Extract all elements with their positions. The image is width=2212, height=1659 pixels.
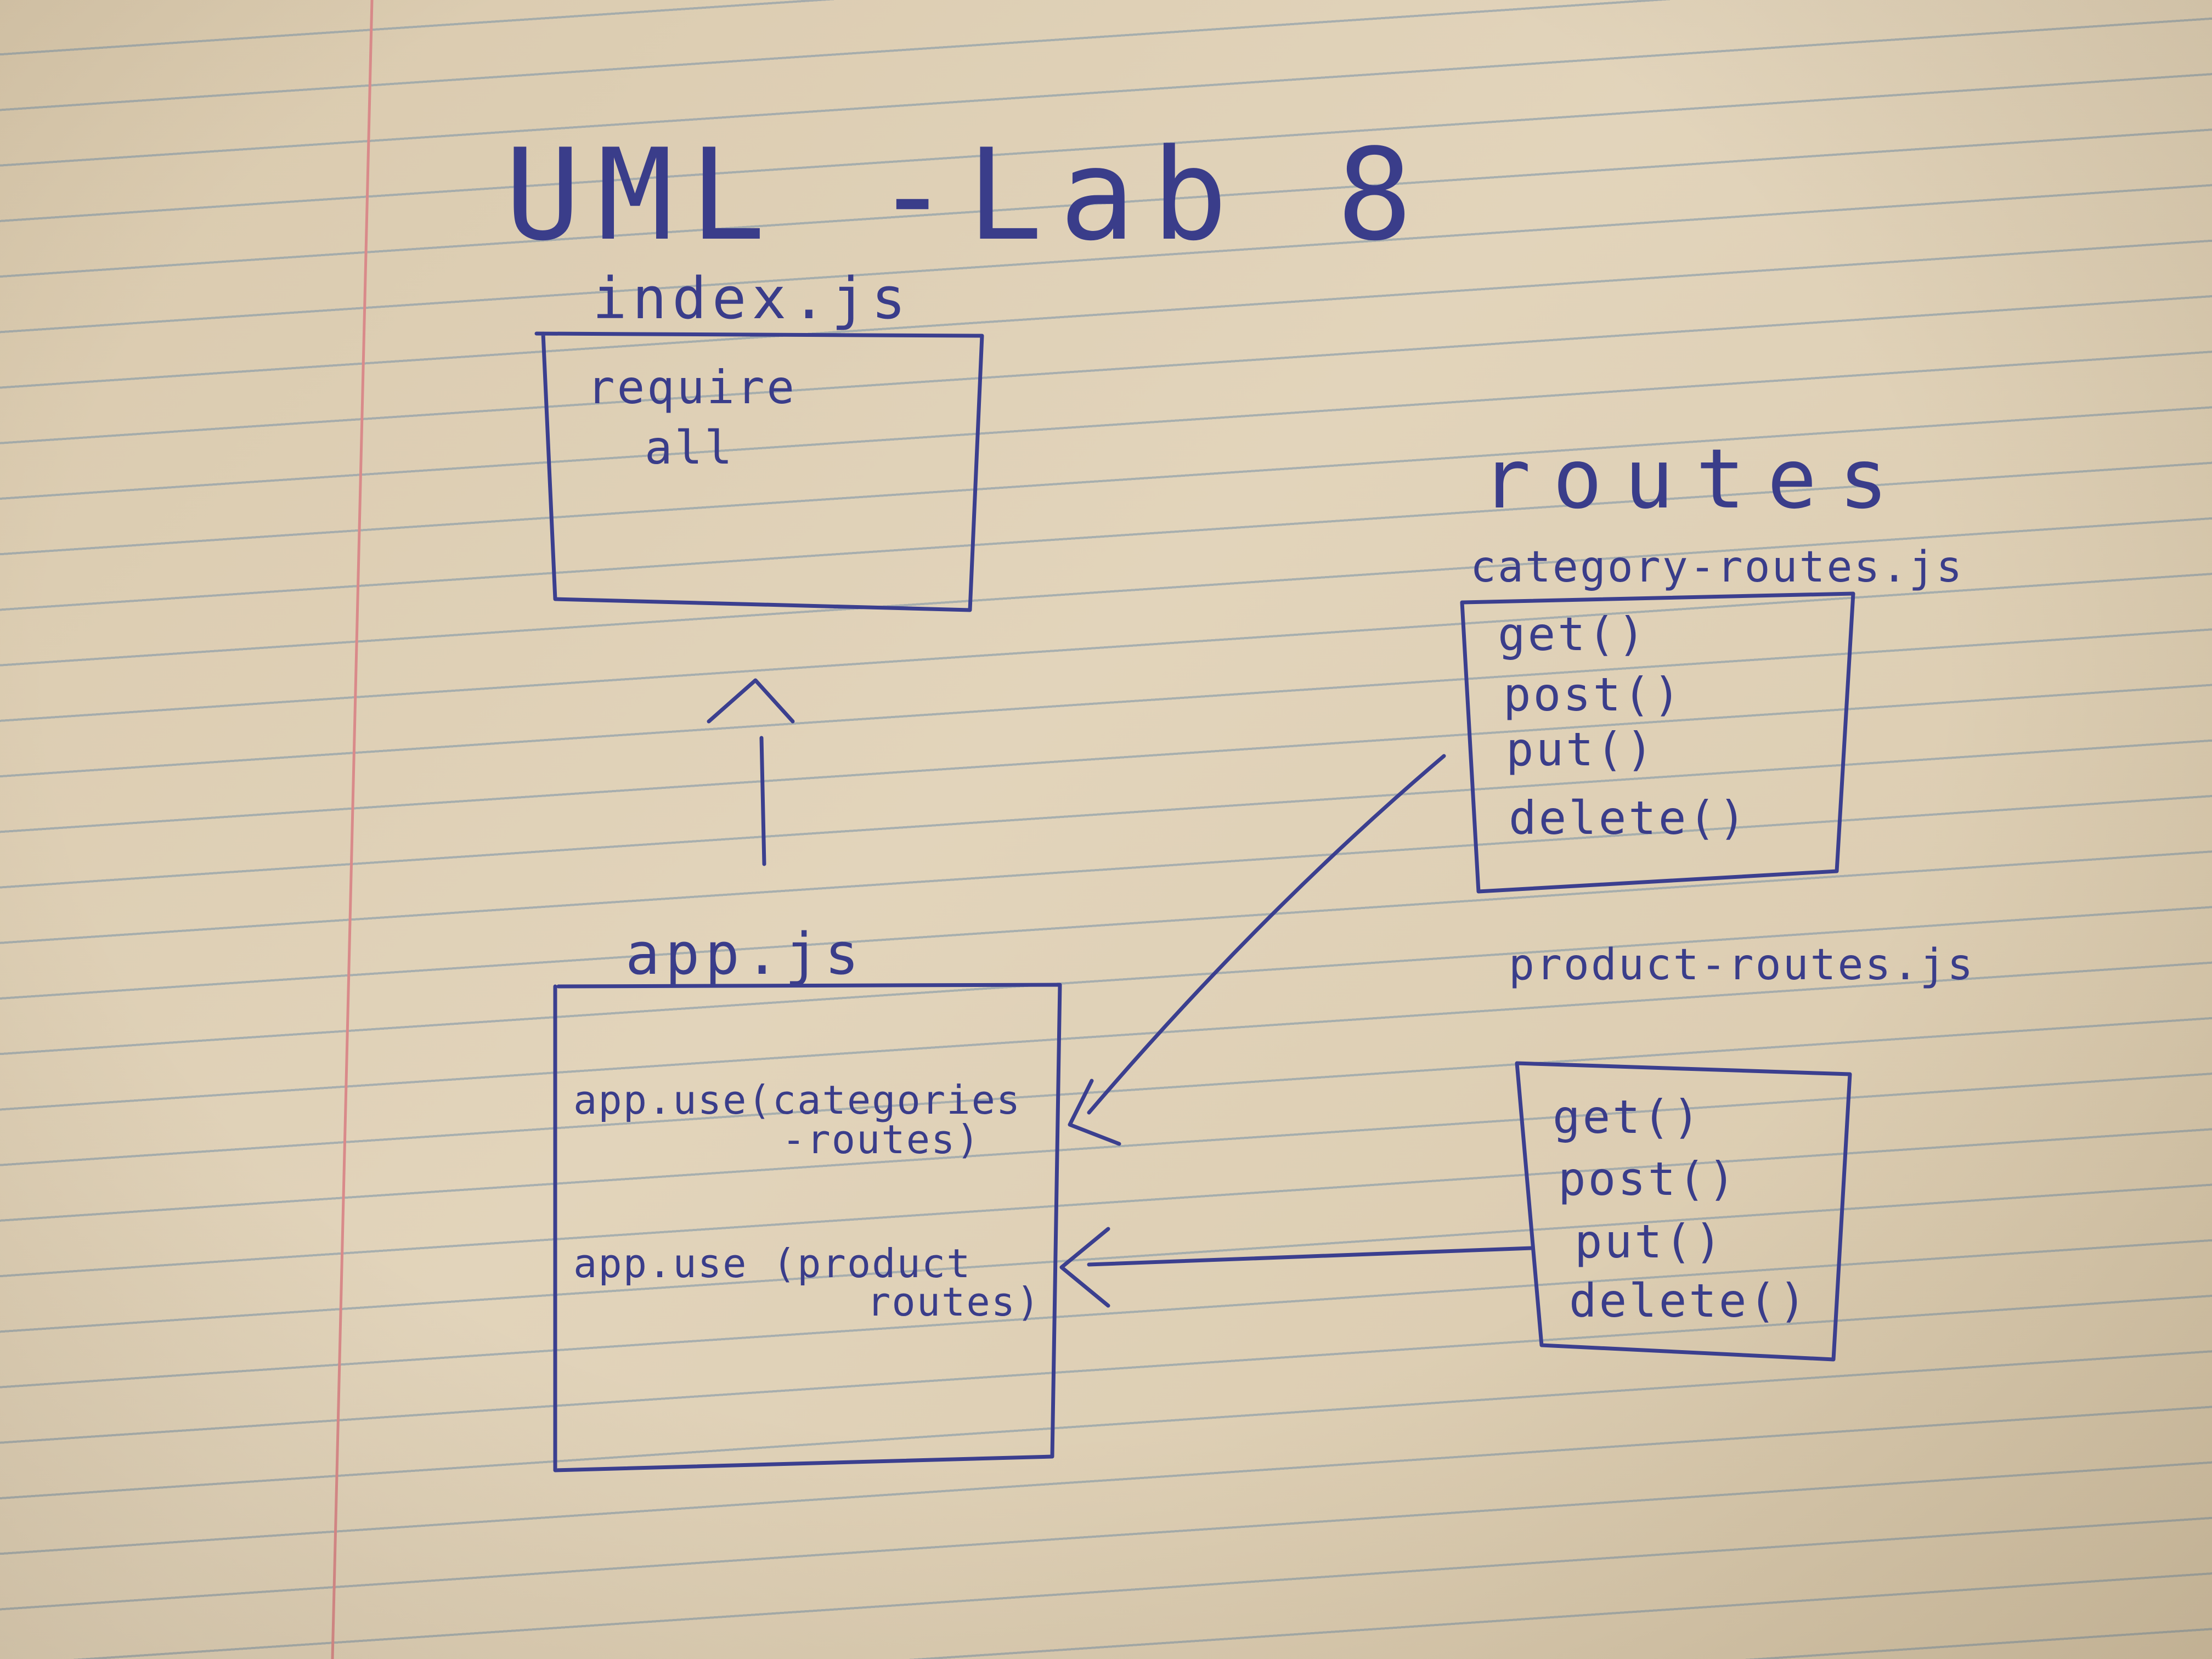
app-js-use-categories: app.use(categories <box>573 1077 1021 1123</box>
app-js-class: app.js app.use(categories -routes) app.u… <box>553 921 1062 1472</box>
app-js-use-product: app.use (product <box>573 1240 972 1286</box>
index-js-line-2: all <box>645 421 735 475</box>
category-routes-box <box>1460 591 1855 894</box>
product-routes-class: get() post() put() delete() <box>1515 1061 1852 1362</box>
diagram-title: UML -Lab 8 <box>505 122 1429 269</box>
arrowhead-left-icon <box>1068 1079 1121 1146</box>
app-js-use-categories-cont: -routes) <box>782 1116 981 1163</box>
product-method-put: put() <box>1575 1215 1724 1268</box>
product-method-delete: delete() <box>1569 1274 1809 1328</box>
app-js-filename: app.js <box>625 921 865 988</box>
arrow-shaft <box>759 736 766 866</box>
category-method-delete: delete() <box>1509 791 1748 845</box>
product-method-post: post() <box>1558 1152 1737 1206</box>
app-js-use-product-cont: routes) <box>867 1279 1041 1325</box>
arrow-shaft <box>1087 754 1446 1115</box>
category-method-put: put() <box>1506 723 1656 776</box>
product-routes-box <box>1515 1061 1852 1362</box>
category-method-get: get() <box>1498 607 1647 661</box>
category-to-app-arrow <box>1068 754 1446 1146</box>
index-js-filename: index.js <box>592 265 911 332</box>
category-routes-class: category-routes.js get() post() put() de… <box>1460 543 1963 894</box>
product-method-get: get() <box>1553 1090 1702 1144</box>
product-routes-filename: product-routes.js <box>1509 940 1974 990</box>
app-to-index-arrow <box>707 678 795 866</box>
category-routes-filename: category-routes.js <box>1470 543 1963 592</box>
product-to-app-arrow <box>1059 1227 1534 1308</box>
arrowhead-up-icon <box>707 678 795 724</box>
category-method-post: post() <box>1503 668 1683 721</box>
index-js-box <box>534 331 984 612</box>
arrowhead-left-icon <box>1059 1227 1110 1308</box>
arrow-shaft <box>1087 1246 1534 1267</box>
index-js-class: index.js require all <box>534 265 984 612</box>
index-js-line-1: require <box>587 360 797 414</box>
routes-heading: routes <box>1481 432 1910 527</box>
app-js-box <box>553 983 1062 1472</box>
